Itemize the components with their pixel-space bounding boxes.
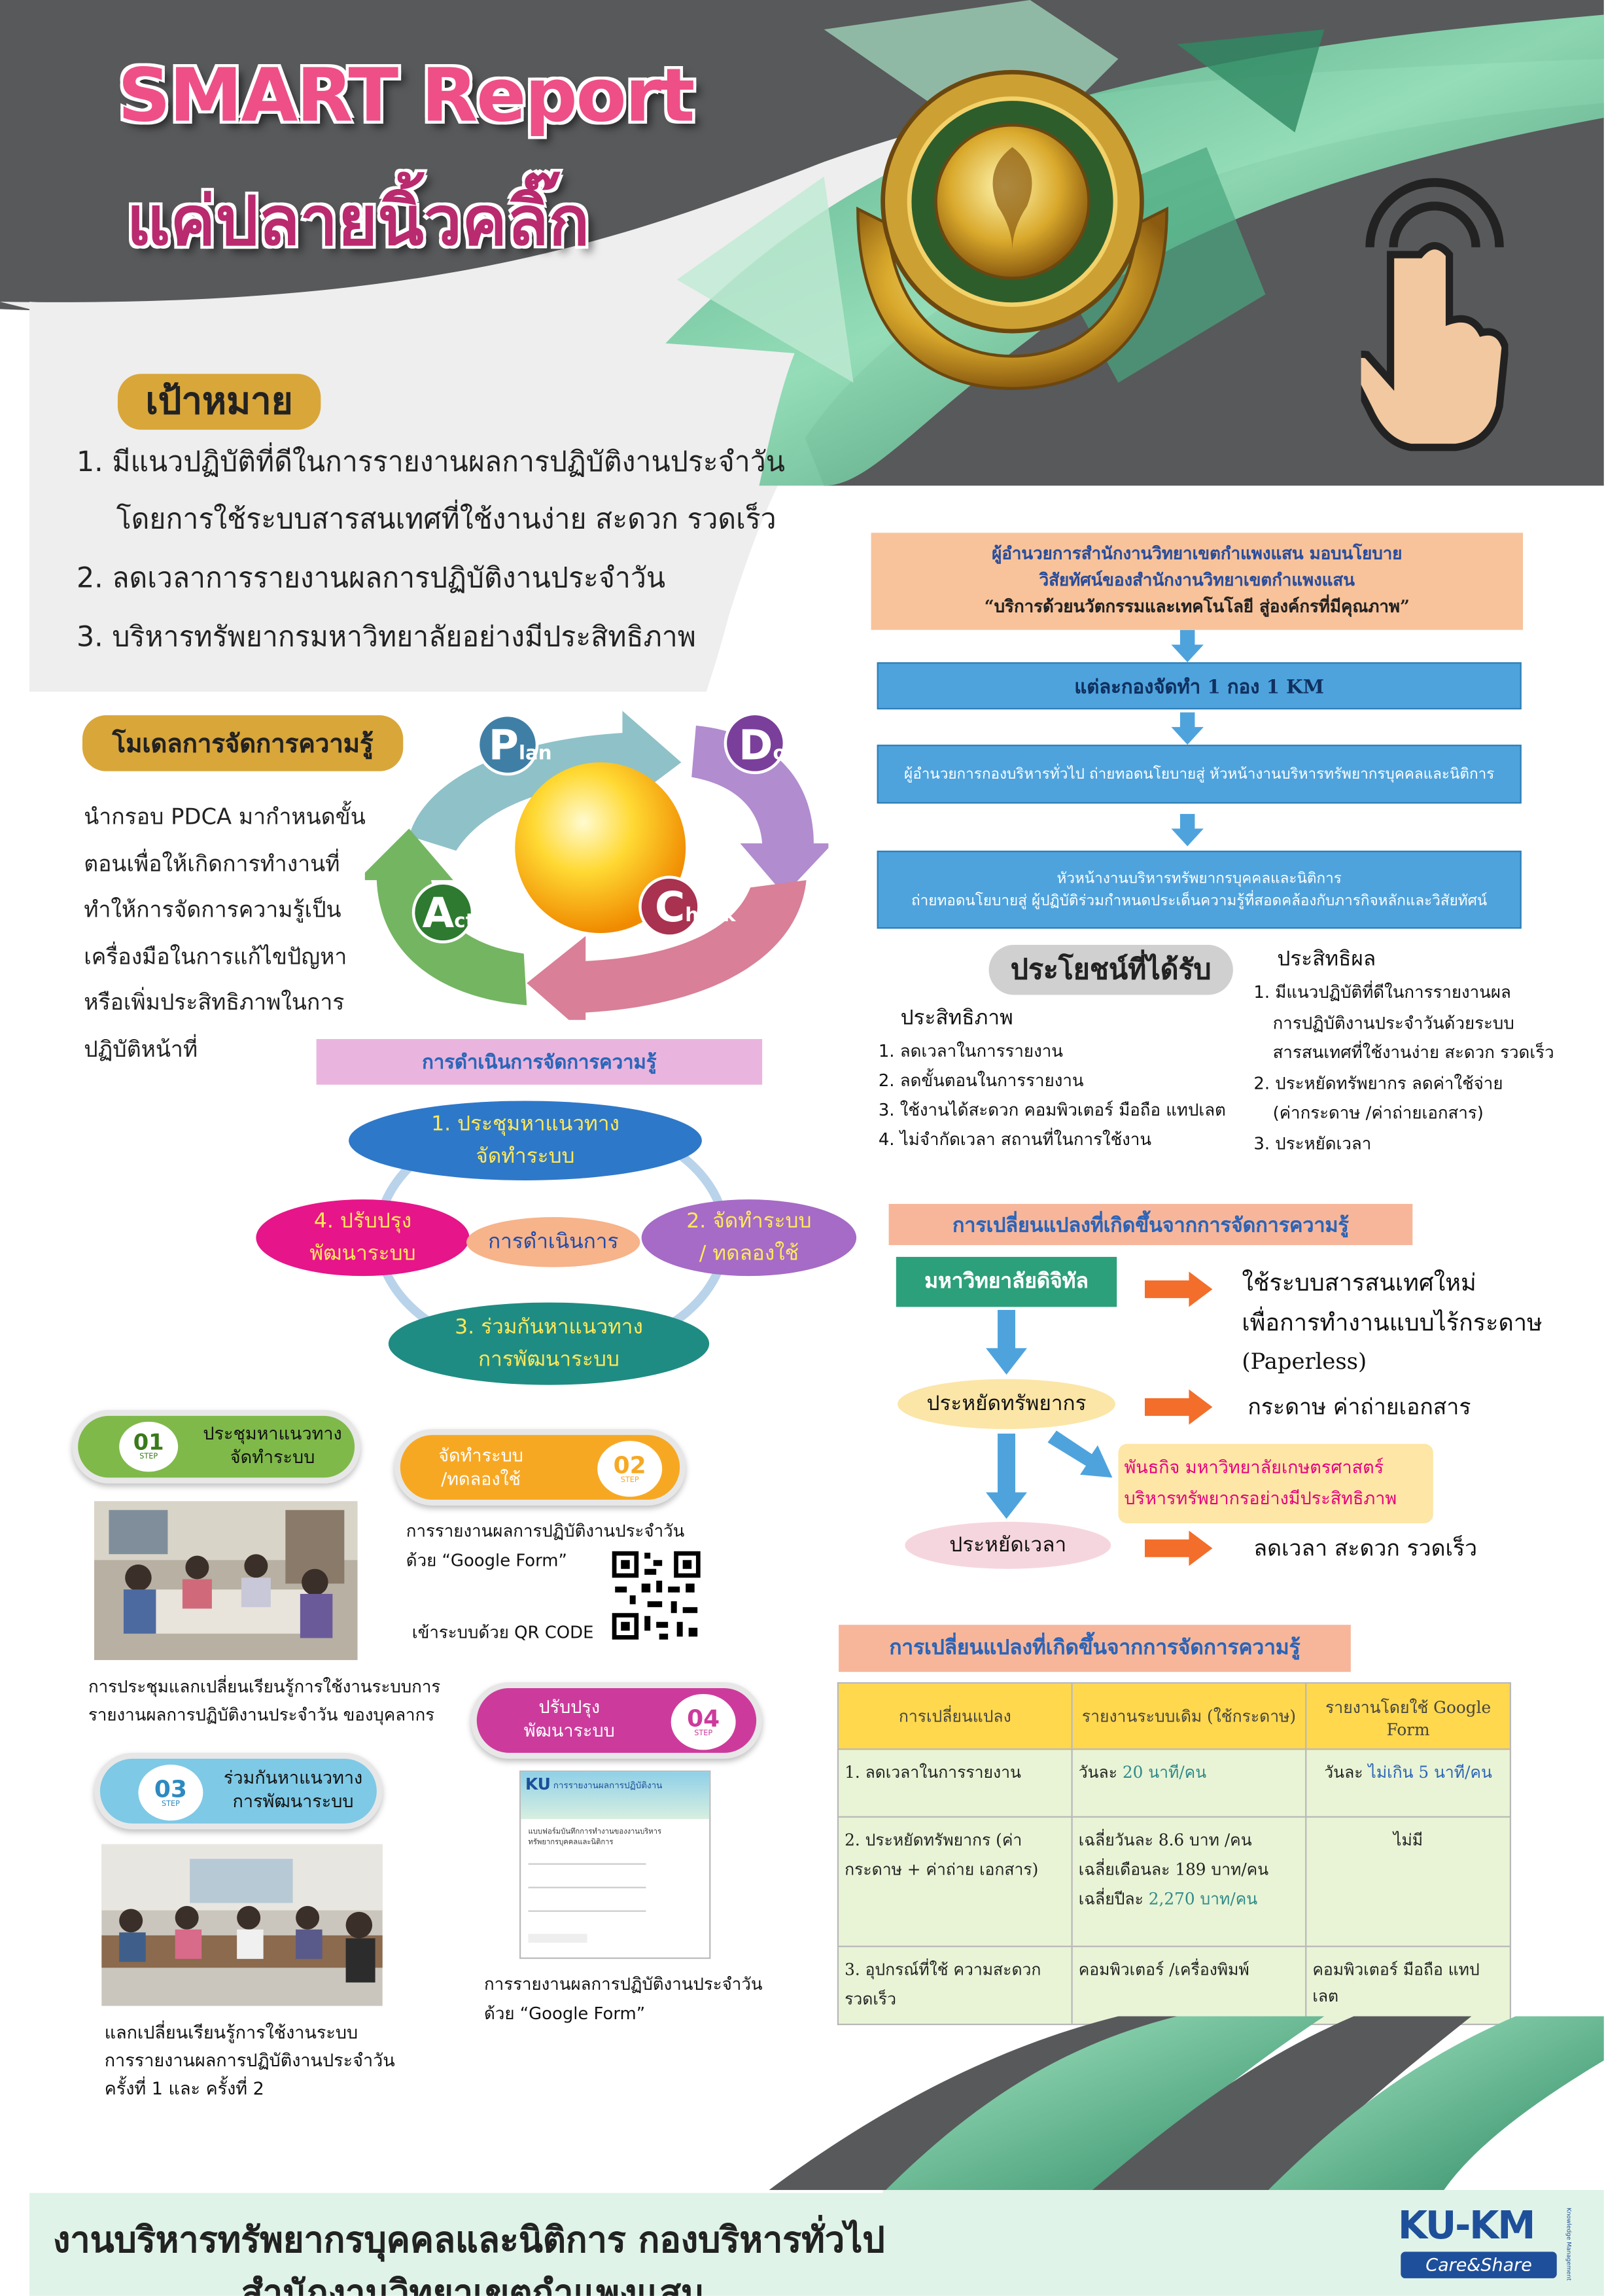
process-step-2: 2. จัดทำระบบ / ทดลองใช้ [641,1199,857,1277]
step-02-badge: จัดทำระบบ /ทดลองใช้ 02 STEP [394,1429,686,1506]
arrow-right-icon [1144,1389,1213,1425]
comparison-table: การเปลี่ยนแปลง รายงานระบบเดิม (ใช้กระดาษ… [837,1682,1512,2026]
pdca-do-label: Do [739,721,786,770]
arrow-right-icon [1144,1530,1213,1566]
save-time-label: ประหยัดเวลา [905,1521,1111,1569]
model-description: นำกรอบ PDCA มากำหนดขั้น ตอนเพื่อให้เกิดก… [84,804,366,1062]
google-form-screenshot: KU การรายงานผลการปฏิบัติงาน แบบฟอร์มบันท… [519,1770,711,1959]
goal-item-3: 3. บริหารทรัพยากรมหาวิทยาลัยอย่างมีประสิ… [76,621,696,654]
flow-box-head: หัวหน้างานบริหารทรัพยากรบุคคลและนิติการ … [877,851,1522,929]
benefits-heading: ประโยชน์ที่ได้รับ [988,945,1233,995]
efficiency-title: ประสิทธิภาพ [900,1006,1013,1031]
caption-qr: เข้าระบบด้วย QR CODE [411,1621,594,1643]
save-resource-result: กระดาษ ค่าถ่ายเอกสาร [1248,1394,1471,1421]
arrow-down-icon [986,1309,1028,1375]
col-change: การเปลี่ยนแปลง [837,1682,1073,1750]
ku-km-logo: KU-KM Care&Share Knowledge Management [1397,2204,1573,2281]
goals-heading: เป้าหมาย [117,374,321,430]
goal-item-1-cont: โดยการใช้ระบบสารสนเทศที่ใช้งานง่าย สะดวก… [116,503,777,536]
save-resource-label: ประหยัดทรัพยากร [898,1379,1115,1430]
footer-department: งานบริหารทรัพยากรบุคคลและนิติการ กองบริห… [52,2219,885,2261]
pdca-check-label: Check [654,883,736,932]
efficiency-list: 1. ลดเวลาในการรายงาน 2. ลดขั้นตอนในการรา… [878,1040,1226,1150]
caption-gform: การรายงานผลการปฏิบัติงานประจำวัน ด้วย “G… [406,1520,685,1571]
footer-background [29,2016,1604,2296]
arrow-down-icon [1171,813,1204,847]
meeting-photo-2 [101,1844,383,2006]
step-03-badge: 03 STEP ร่วมกันหาแนวทาง การพัฒนาระบบ [94,1752,383,1829]
model-heading: โมเดลการจัดการความรู้ [82,715,404,771]
save-time-result: ลดเวลา สะดวก รวดเร็ว [1253,1535,1478,1562]
pdca-cycle-diagram [364,711,829,1020]
report-subtitle: แค่ปลายนิ้วคลิ๊ก [126,181,590,261]
report-title: SMART Report [117,52,695,139]
arrow-down-icon [1171,629,1204,663]
flow-box-director: ผู้อำนวยการกองบริหารทั่วไป ถ่ายทอดนโยบาย… [877,745,1522,804]
flow-box-km: แต่ละกองจัดทำ 1 กอง 1 KM [877,662,1522,710]
meeting-photo-1 [94,1501,358,1661]
process-step-4: 4. ปรับปรุง พัฒนาระบบ [256,1199,470,1277]
arrow-diagonal-icon [1047,1430,1113,1478]
pdca-act-label: Act [422,889,475,938]
arrow-down-icon [986,1433,1028,1519]
university-seal-logo [856,69,1168,391]
col-old: รายงานระบบเดิม (ใช้กระดาษ) [1071,1682,1307,1750]
table-row: 2. ประหยัดทรัพยากร (ค่ากระดาษ + ค่าถ่าย … [837,1816,1512,1947]
effectiveness-list: 1. มีแนวปฏิบัติที่ดีในการรายงานผล การปฏิ… [1253,981,1554,1154]
qr-code-image [609,1548,704,1643]
touch-hand-icon [1361,178,1509,451]
pdca-plan-label: Plan [488,721,552,770]
step-01-badge: 01 STEP ประชุมหาแนวทาง จัดทำระบบ [72,1409,361,1484]
process-step-1: 1. ประชุมหาแนวทาง จัดทำระบบ [349,1101,702,1180]
arrow-down-icon [1171,712,1204,745]
caption-exchange: แลกเปลี่ยนเรียนรู้การใช้งานระบบ การรายงา… [104,2022,395,2099]
table-header-row: การเปลี่ยนแปลง รายงานระบบเดิม (ใช้กระดาษ… [837,1682,1512,1750]
process-heading: การดำเนินการจัดการความรู้ [316,1039,763,1085]
footer-office: สำนักงานวิทยาเขตกำแพงแสน [241,2272,705,2296]
flow-box-policy: ผู้อำนวยการสำนักงานวิทยาเขตกำแพงแสน มอบน… [871,533,1524,630]
step-04-badge: ปรับปรุง พัฒนาระบบ 04 STEP [470,1682,763,1759]
goal-item-1: 1. มีแนวปฏิบัติที่ดีในการรายงานผลการปฏิบ… [76,446,786,479]
digital-result: ใช้ระบบสารสนเทศใหม่ เพื่อการทำงานแบบไร้ก… [1242,1268,1543,1375]
changes-heading: การเปลี่ยนแปลงที่เกิดขึ้นจากการจัดการควา… [888,1203,1413,1245]
process-step-3: 3. ร่วมกันหาแนวทาง การพัฒนาระบบ [388,1302,710,1385]
comparison-heading: การเปลี่ยนแปลงที่เกิดขึ้นจากการจัดการควา… [839,1625,1351,1672]
caption-gform-2: การรายงานผลการปฏิบัติงานประจำวัน ด้วย “G… [484,1973,763,2024]
effectiveness-title: ประสิทธิผล [1277,947,1376,972]
process-center: การดำเนินการ [466,1217,640,1267]
arrow-right-icon [1144,1271,1213,1307]
col-new: รายงานโดยใช้ Google Form [1305,1682,1512,1750]
mission-box: พันธกิจ มหาวิทยาลัยเกษตรศาสตร์ บริหารทรั… [1118,1443,1433,1524]
caption-meeting: การประชุมแลกเปลี่ยนเรียนรู้การใช้งานระบบ… [88,1676,441,1725]
goal-item-2: 2. ลดเวลาการรายงานผลการปฏิบัติงานประจำวั… [76,562,666,595]
table-row: 3. อุปกรณ์ที่ใช้ ความสะดวก รวดเร็ว คอมพิ… [837,1945,1512,2026]
digital-university-label: มหาวิทยาลัยดิจิทัล [896,1256,1117,1307]
table-row: 1. ลดเวลาในการรายงาน วันละ 20 นาที/คน วั… [837,1748,1512,1818]
